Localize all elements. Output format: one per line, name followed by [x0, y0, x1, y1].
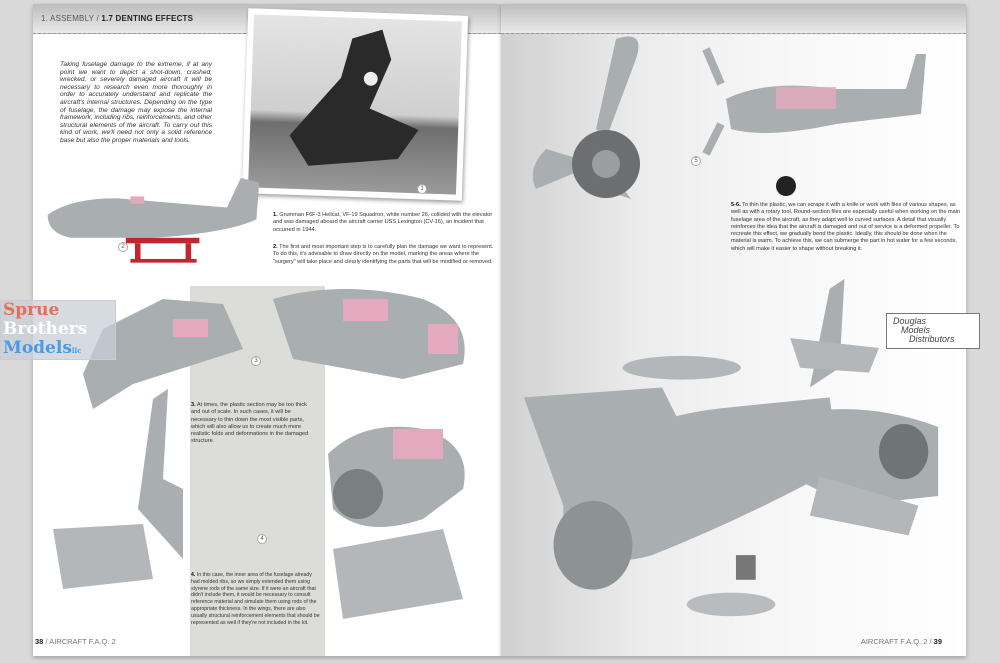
page-number: 39	[933, 637, 942, 646]
caption-text: Grumman F6F-3 Hellcat, VF-19 Squadron, w…	[273, 212, 493, 233]
caption-number: 4.	[191, 572, 196, 578]
watermark-line: Sprue	[3, 300, 60, 320]
watermark-line: Douglas	[893, 316, 927, 326]
book-title: / AIRCRAFT F.A.Q. 2	[45, 637, 116, 646]
caption-5-6: 5-6. To thin the plastic, we can scrape …	[731, 202, 963, 253]
section-label: 1. ASSEMBLY	[41, 14, 95, 23]
right-folio: AIRCRAFT F.A.Q. 2 / 39	[861, 637, 942, 646]
left-page: 1. ASSEMBLY / 1.7 DENTING EFFECTS Taking…	[33, 4, 501, 656]
sprue-brothers-watermark: Sprue Brothers Modelsllc	[0, 300, 116, 360]
caption-1: 1. Grumman F6F-3 Hellcat, VF-19 Squadron…	[273, 212, 498, 234]
watermark-line: Distributors	[909, 334, 955, 344]
caption-3: 3. At times, the plastic section may be …	[191, 402, 316, 446]
caption-number: 3.	[191, 402, 196, 408]
caption-number: 2.	[273, 244, 278, 250]
photo-number: 2	[118, 242, 128, 252]
watermark-line: Models	[3, 338, 72, 358]
watermark-line: Brothers	[3, 319, 88, 339]
caption-text: In this case, the inner area of the fuse…	[191, 572, 320, 626]
photo-number: 5	[691, 156, 701, 166]
page-header	[501, 4, 966, 34]
caption-number: 5-6.	[731, 202, 741, 208]
caption-2: 2. The first and most important step is …	[273, 244, 498, 266]
caption-text: To thin the plastic, we can scrape it wi…	[731, 202, 961, 252]
caption-text: At times, the plastic section may be too…	[191, 402, 309, 445]
left-folio: 38 / AIRCRAFT F.A.Q. 2	[35, 637, 116, 646]
damaged-fuselage-photos	[43, 279, 498, 634]
intro-text: Taking fuselage damage to the extreme, i…	[60, 61, 212, 144]
photo-number: 1	[417, 184, 427, 194]
propeller-and-fuselage-photo	[506, 29, 966, 199]
fuselage-on-stand-photo	[43, 174, 273, 274]
caption-text: The first and most important step is to …	[273, 244, 494, 265]
page-number: 38	[35, 637, 44, 646]
photo-number: 3	[251, 356, 261, 366]
douglas-models-watermark: Douglas Models Distributors	[886, 313, 980, 349]
photo-number: 4	[257, 534, 267, 544]
watermark-suffix: llc	[71, 346, 82, 355]
crashed-hellcat-photo	[501, 279, 966, 634]
caption-number: 1.	[273, 212, 278, 218]
book-title: AIRCRAFT F.A.Q. 2 /	[860, 637, 932, 646]
chapter-label: 1.7 DENTING EFFECTS	[101, 14, 194, 23]
caption-4: 4. In this case, the inner area of the f…	[191, 572, 321, 626]
watermark-line: Models	[901, 325, 931, 335]
breadcrumb: 1. ASSEMBLY / 1.7 DENTING EFFECTS	[41, 14, 193, 23]
historic-photo	[241, 8, 469, 201]
separator: /	[96, 14, 99, 23]
